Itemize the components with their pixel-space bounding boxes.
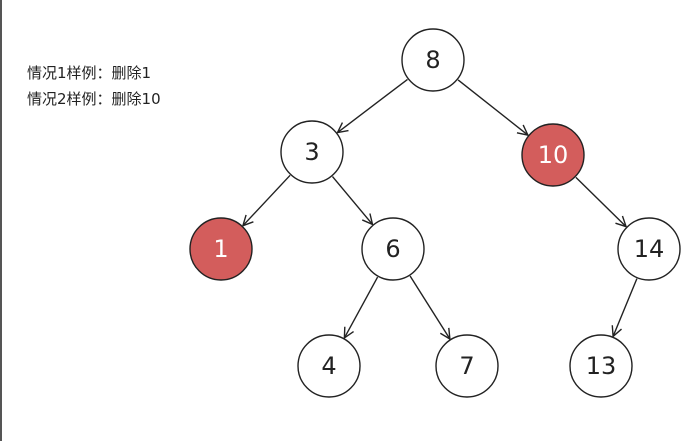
node-label-n4: 4: [321, 352, 336, 380]
node-circle-n8: [401, 28, 465, 92]
tree-node-n14: 14: [617, 217, 681, 281]
edge-n8-n10: [457, 79, 528, 135]
page-left-border: [0, 0, 2, 441]
edge-n6-n4: [344, 276, 379, 338]
nodes-layer: 8 3 10 1 6 14 4 7 13: [189, 28, 681, 398]
node-label-n3: 3: [304, 138, 319, 166]
node-label-n6: 6: [385, 235, 400, 263]
node-label-n1: 1: [213, 235, 228, 263]
node-circle-n6: [361, 217, 425, 281]
node-label-n10: 10: [538, 141, 569, 169]
tree-node-n6: 6: [361, 217, 425, 281]
node-label-n7: 7: [459, 352, 474, 380]
tree-node-n13: 13: [569, 334, 633, 398]
edge-n10-n14: [575, 176, 626, 226]
node-circle-n13: [569, 334, 633, 398]
edges-layer: [243, 78, 638, 339]
node-circle-n7: [435, 334, 499, 398]
tree-node-n8: 8: [401, 28, 465, 92]
node-label-n8: 8: [425, 46, 440, 74]
node-label-n14: 14: [634, 235, 665, 263]
node-circle-n10: [521, 123, 585, 187]
edge-n3-n6: [331, 176, 373, 225]
tree-node-n10: 10: [521, 123, 585, 187]
caption-case-2: 情况2样例：删除10: [27, 90, 161, 108]
node-circle-n3: [280, 120, 344, 184]
node-circle-n1: [189, 217, 253, 281]
tree-node-n1: 1: [189, 217, 253, 281]
caption-case-1: 情况1样例：删除1: [27, 64, 152, 82]
tree-node-n3: 3: [280, 120, 344, 184]
tree-node-n4: 4: [297, 334, 361, 398]
node-label-n13: 13: [586, 352, 617, 380]
edge-n6-n7: [409, 275, 450, 339]
caption-block: 情况1样例：删除1 情况2样例：删除10: [27, 60, 161, 112]
edge-n3-n1: [243, 174, 291, 225]
node-circle-n14: [617, 217, 681, 281]
tree-node-n7: 7: [435, 334, 499, 398]
node-circle-n4: [297, 334, 361, 398]
edge-n14-n13: [613, 278, 638, 337]
edge-n8-n3: [338, 78, 408, 132]
